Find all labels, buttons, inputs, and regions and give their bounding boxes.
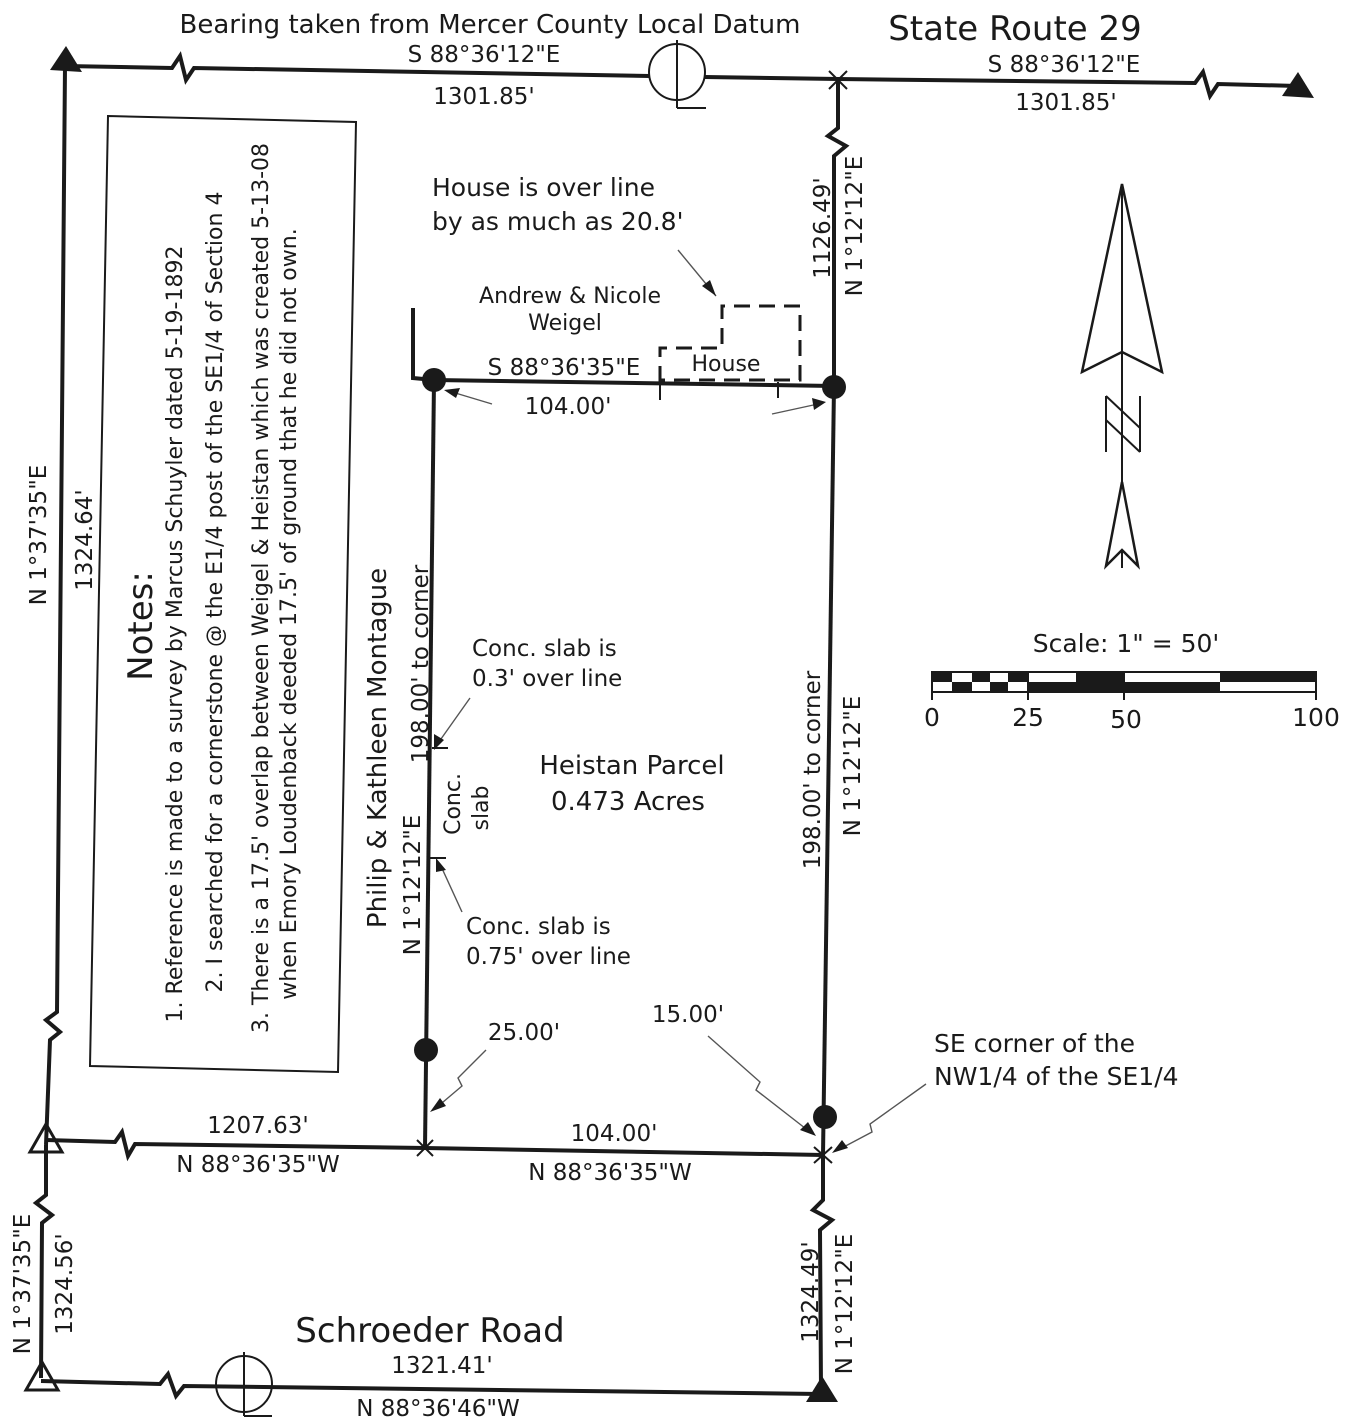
tie-distance-25: 25.00' <box>488 1020 560 1046</box>
mid-right-distance: 104.00' <box>571 1121 658 1147</box>
quarter-corner-sw <box>23 1358 61 1392</box>
parcel-east-bearing: N 1°12'12"E <box>840 696 866 837</box>
slab-note-b-line-1: Conc. slab is <box>466 914 611 940</box>
east-upper-distance: 1126.49' <box>810 177 836 278</box>
owner-west-label: Philip & Kathleen Montague <box>363 568 393 928</box>
mid-right-bearing: N 88°36'35"W <box>528 1160 691 1186</box>
slab-label-line-2: slab <box>469 785 494 830</box>
east-lower-distance: 1324.49' <box>798 1241 824 1342</box>
owner-north-line-2: Weigel <box>528 311 602 336</box>
north-arrow-icon <box>1080 183 1164 570</box>
south-distance: 1321.41' <box>391 1353 492 1379</box>
section-corner-nw <box>50 46 82 72</box>
slab-note-a-line-1: Conc. slab is <box>472 636 617 662</box>
corner-x-se <box>813 1146 833 1164</box>
slab-note-b-line-2: 0.75' over line <box>466 944 631 970</box>
parcel-area: 0.473 Acres <box>551 787 705 817</box>
scale-tick-50: 50 <box>1110 705 1142 734</box>
north-right-bearing: S 88°36'12"E <box>988 52 1141 78</box>
section-corner-ne <box>1282 72 1314 98</box>
se-corner-line-2: NW1/4 of the SE1/4 <box>934 1062 1179 1091</box>
iron-pin-ne <box>822 375 846 399</box>
scale-tick-0: 0 <box>924 703 940 732</box>
west-lower-distance: 1324.56' <box>52 1233 78 1334</box>
notes-title: Notes: <box>121 571 161 681</box>
parcel-north-distance: 104.00' <box>525 394 612 420</box>
scale-bar: Scale: 1" = 50' 0 25 50 100 <box>924 629 1340 734</box>
parcel-west-line <box>423 379 436 1149</box>
centerline-symbol-south <box>215 1352 273 1417</box>
note-item-2: 2. I searched for a cornerstone @ the E1… <box>203 192 228 993</box>
note-item-1: 1. Reference is made to a survey by Marc… <box>163 246 188 1023</box>
house-label: House <box>692 352 761 377</box>
west-lower-bearing: N 1°37'35"E <box>10 1214 36 1355</box>
iron-pin-se <box>813 1105 837 1129</box>
parcel-west-bearing: N 1°12'12"E <box>400 815 426 956</box>
parcel-west-distance: 198.00' to corner <box>408 564 434 763</box>
house-outline <box>658 304 802 400</box>
south-boundary-line <box>40 1369 821 1401</box>
slab-label-line-1: Conc. <box>441 773 466 835</box>
corner-x-ne <box>828 70 848 90</box>
mid-left-bearing: N 88°36'35"W <box>176 1152 339 1178</box>
mid-left-distance: 1207.63' <box>207 1113 308 1139</box>
parcel-name: Heistan Parcel <box>539 751 724 781</box>
slab-note-a-line-2: 0.3' over line <box>472 666 622 692</box>
west-bearing: N 1°37'35"E <box>26 465 52 606</box>
house-note-line-2: by as much as 20.8' <box>432 207 683 236</box>
north-left-bearing: S 88°36'12"E <box>408 42 561 68</box>
road-name-state-route-29: State Route 29 <box>888 9 1142 49</box>
parcel-north-bearing: S 88°36'35"E <box>488 355 641 381</box>
quarter-corner-w <box>27 1120 65 1154</box>
east-upper-bearing: N 1°12'12"E <box>842 156 868 297</box>
bearing-reference-note: Bearing taken from Mercer County Local D… <box>180 10 801 40</box>
quarter-line <box>45 1127 824 1162</box>
scale-tick-100: 100 <box>1292 703 1340 732</box>
west-distance: 1324.64' <box>72 489 98 590</box>
iron-pin-sw <box>414 1038 438 1062</box>
note-item-3: 3. There is a 17.5' overlap between Weig… <box>249 143 274 1033</box>
note-item-4: when Emory Loudenback deeded 17.5' of gr… <box>277 228 302 999</box>
road-name-schroeder-road: Schroeder Road <box>295 1311 564 1351</box>
se-corner-line-1: SE corner of the <box>934 1029 1135 1058</box>
centerline-symbol-north <box>648 40 706 109</box>
north-right-distance: 1301.85' <box>1015 90 1116 116</box>
section-corner-se <box>806 1376 838 1402</box>
east-lower-bearing: N 1°12'12"E <box>832 1234 858 1375</box>
monuments <box>23 46 1314 1402</box>
south-bearing: N 88°36'46"W <box>356 1396 519 1422</box>
tie-distance-15: 15.00' <box>652 1002 724 1028</box>
east-boundary-line <box>809 79 850 1391</box>
leaders <box>430 249 927 1153</box>
house-note-line-1: House is over line <box>432 173 655 202</box>
scale-title: Scale: 1" = 50' <box>1033 629 1220 658</box>
owner-north-line-1: Andrew & Nicole <box>479 284 661 309</box>
notes-box: Notes: 1. Reference is made to a survey … <box>88 114 358 1074</box>
north-left-distance: 1301.85' <box>433 84 534 110</box>
west-boundary-line <box>32 65 67 1379</box>
scale-tick-25: 25 <box>1012 703 1044 732</box>
parcel-east-distance: 198.00' to corner <box>800 670 826 869</box>
iron-pin-nw <box>422 368 446 392</box>
corner-x-sw <box>416 1139 434 1157</box>
